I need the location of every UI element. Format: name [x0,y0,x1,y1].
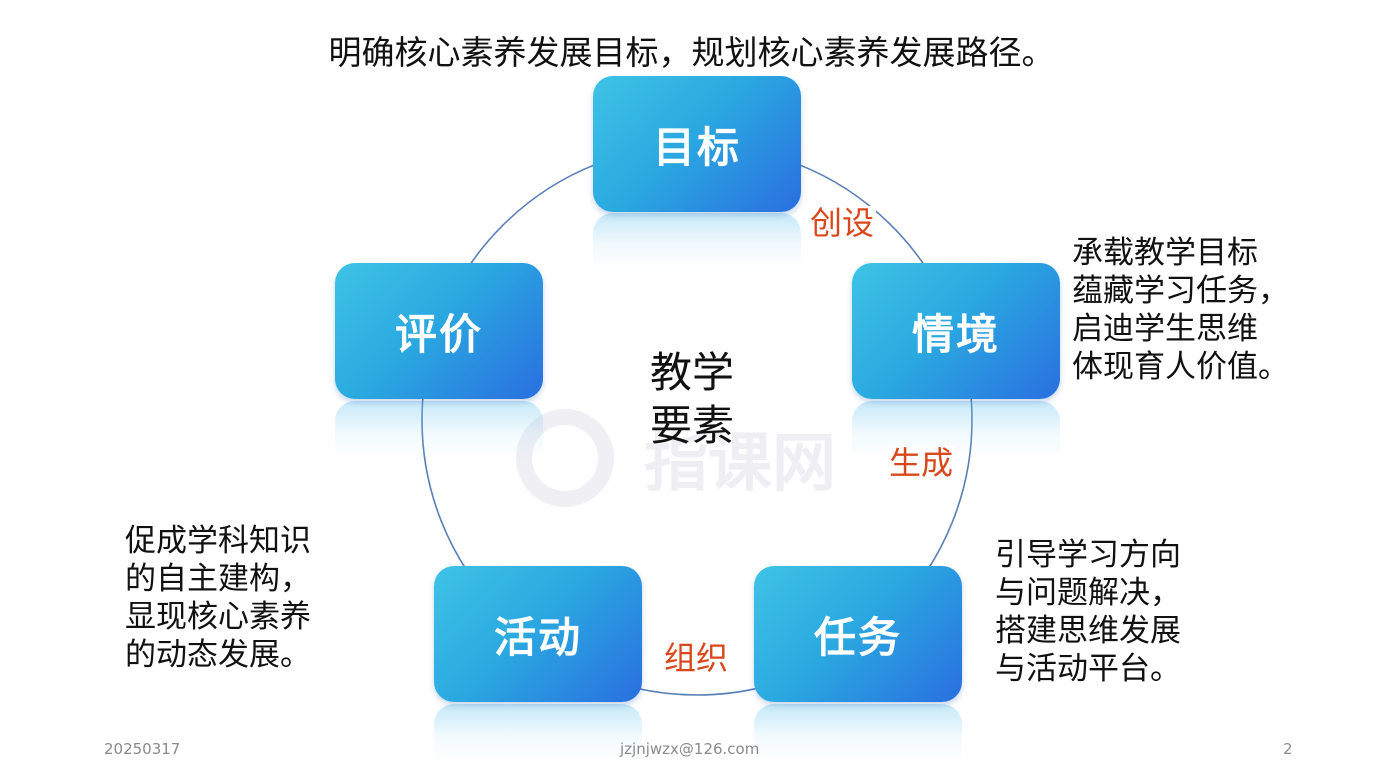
description-activity-line-4: 的动态发展。 [125,637,311,674]
watermark-text: 指课网 [644,427,836,501]
description-task-line-1: 引导学习方向 [995,537,1181,573]
center-label-line-2: 要素 [650,400,735,450]
description-activity-line-2: 的自主建构， [125,561,311,598]
description-context-line-1: 承载教学目标 [1072,235,1258,271]
description-context-line-4: 体现育人价值。 [1072,349,1289,386]
node-context: 情境 [852,263,1060,399]
node-activity-reflection [434,704,642,764]
node-evaluation-reflection [335,401,543,461]
description-task-line-3: 搭建思维发展 [995,613,1181,650]
node-goal-reflection [593,213,801,273]
description-context: 承载教学目标 蕴藏学习任务， 启迪学生思维 体现育人价值。 [1072,234,1289,387]
node-activity: 活动 [434,566,642,702]
node-goal: 目标 [593,76,801,212]
description-context-line-3: 启迪学生思维 [1072,311,1258,348]
footer-date: 20250317 [104,740,181,758]
edge-label-create: 创设 [808,204,877,242]
center-label-line-1: 教学 [650,348,735,397]
description-activity: 促成学科知识 的自主建构， 显现核心素养 的动态发展。 [125,522,311,675]
node-task: 任务 [754,566,962,702]
description-activity-line-1: 促成学科知识 [125,523,311,559]
center-label: 教学 要素 [650,347,734,452]
node-evaluation: 评价 [335,263,543,399]
edge-label-organize: 组织 [662,639,731,677]
description-task-line-2: 与问题解决， [995,575,1181,612]
description-task-line-4: 与活动平台。 [995,651,1181,688]
footer-page-number: 2 [1283,740,1293,758]
description-activity-line-3: 显现核心素养 [125,599,311,636]
node-task-reflection [754,704,962,764]
description-context-line-2: 蕴藏学习任务， [1072,273,1289,310]
node-context-reflection [852,401,1060,461]
footer-email: jzjnjwzx@126.com [620,740,760,758]
slide-headline: 明确核心素养发展目标，规划核心素养发展路径。 [328,33,1055,72]
edge-label-generate: 生成 [887,444,956,482]
description-task: 引导学习方向 与问题解决， 搭建思维发展 与活动平台。 [995,536,1181,689]
watermark: 指课网 [516,408,856,508]
